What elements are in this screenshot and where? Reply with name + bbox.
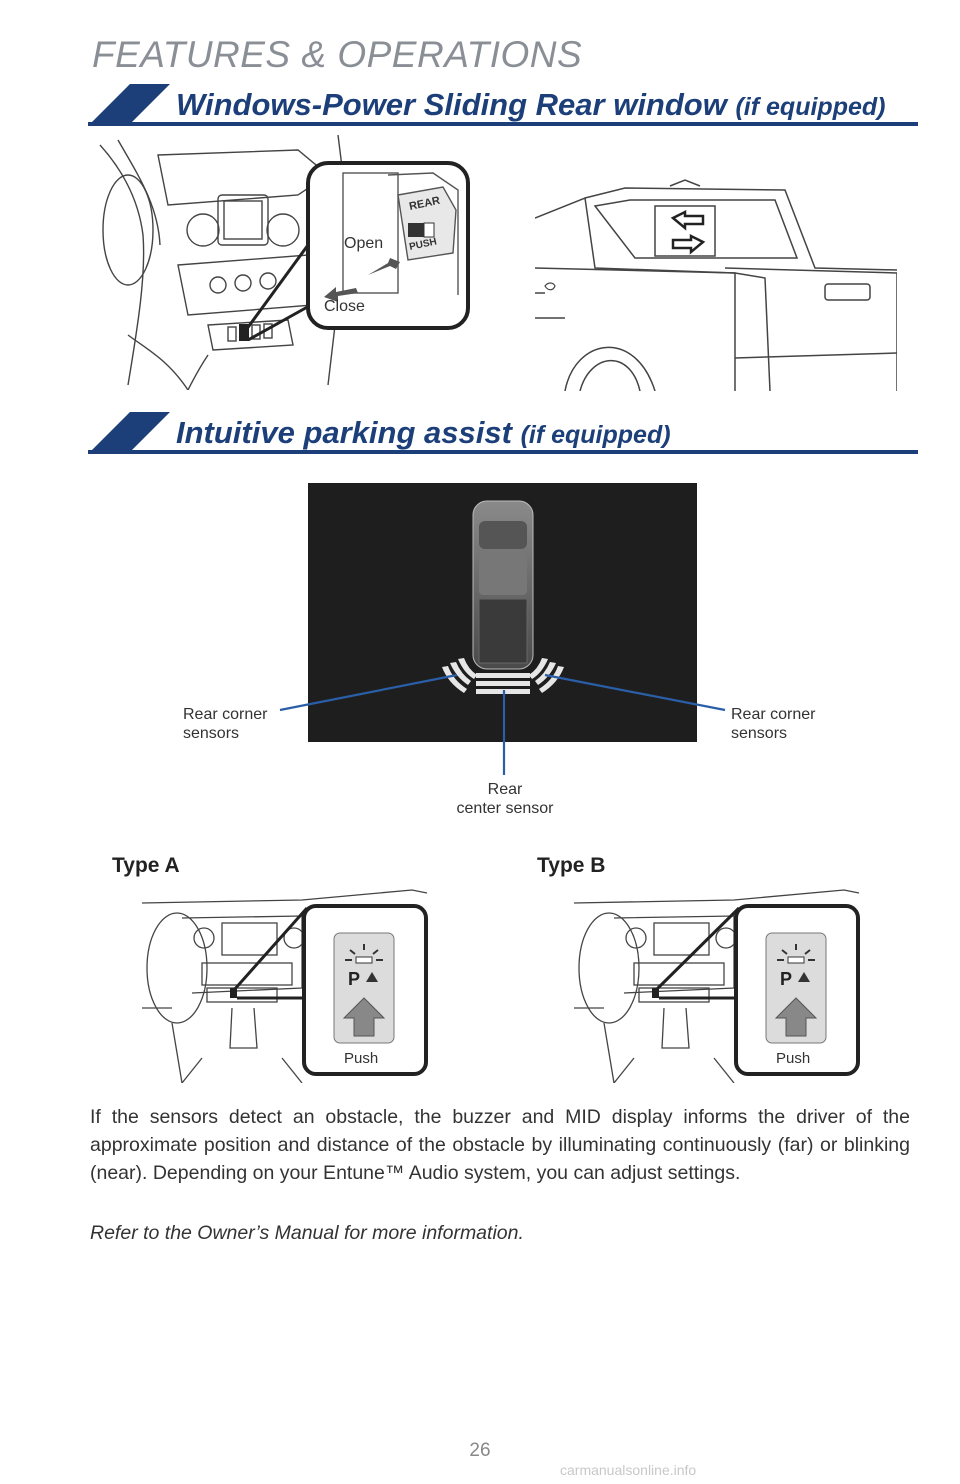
label-line: sensors <box>183 725 240 742</box>
type-a-switch-illustration: P Push <box>141 888 434 1084</box>
section-heading-sliding-window: Windows-Power Sliding Rear window (if eq… <box>88 84 918 126</box>
open-label: Open <box>344 235 383 252</box>
center-sensor-label: Rear center sensor <box>430 780 580 818</box>
body-paragraph: If the sensors detect an obstacle, the b… <box>90 1106 910 1184</box>
label-line: center sensor <box>456 800 554 817</box>
label-line: sensors <box>731 725 788 742</box>
section-title-sliding-window: Windows-Power Sliding Rear window (if eq… <box>176 87 885 123</box>
type-a-label: Type A <box>112 854 180 877</box>
type-b-switch-illustration: P Push <box>573 888 866 1084</box>
owners-manual-note: Refer to the Owner’s Manual for more inf… <box>90 1222 524 1244</box>
section-bar-graphic <box>88 412 918 454</box>
left-sensor-leader <box>279 673 458 712</box>
sonar-icon <box>366 972 378 982</box>
section-title-text: Windows-Power Sliding Rear window <box>176 87 727 122</box>
truck-rear-window-illustration <box>534 178 898 392</box>
slide-right-arrow-icon <box>671 233 706 255</box>
push-arrow-icon <box>774 997 818 1037</box>
push-label: Push <box>776 1050 810 1067</box>
truck-top-view <box>472 500 534 670</box>
dashboard-drawing: REAR PUSH Open Close <box>99 134 470 391</box>
type-a-drawing: P Push <box>141 889 428 1084</box>
parking-assist-display <box>308 483 697 742</box>
sensor-leader-lines <box>279 673 726 775</box>
section-title-suffix: (if equipped) <box>735 93 886 121</box>
parking-p-icon: P <box>780 969 792 989</box>
type-b-label: Type B <box>537 854 606 877</box>
page-header: FEATURES & OPERATIONS <box>92 34 583 75</box>
section-title-parking-assist: Intuitive parking assist (if equipped) <box>176 415 671 451</box>
type-b-drawing: P Push <box>573 889 860 1084</box>
slide-left-arrow-icon <box>670 209 705 231</box>
light-rays <box>345 944 383 961</box>
section-title-suffix: (if equipped) <box>520 421 671 449</box>
close-label: Close <box>324 298 365 315</box>
right-sensor-leader <box>544 673 726 712</box>
left-corner-sensor-label: Rear corner sensors <box>183 705 267 743</box>
open-arrow-icon <box>368 258 400 275</box>
label-line: Rear corner <box>731 706 816 723</box>
light-rays <box>777 944 815 961</box>
label-line: Rear <box>487 781 523 798</box>
section-bar-graphic <box>88 84 918 126</box>
sonar-icon <box>798 972 810 982</box>
page-number: 26 <box>469 1440 491 1461</box>
parking-p-icon: P <box>348 969 360 989</box>
push-label: Push <box>344 1050 378 1067</box>
label-line: Rear corner <box>183 706 268 723</box>
dashboard-switch-illustration: REAR PUSH Open Close <box>98 134 473 391</box>
parking-display-drawing <box>442 500 564 694</box>
section-title-text: Intuitive parking assist <box>176 415 512 450</box>
watermark: carmanualsonline.info <box>560 1462 697 1478</box>
section-heading-parking-assist: Intuitive parking assist (if equipped) <box>88 412 918 454</box>
right-corner-sensor-label: Rear corner sensors <box>731 705 815 743</box>
close-arrow-icon <box>324 287 358 302</box>
push-arrow-icon <box>342 997 386 1037</box>
